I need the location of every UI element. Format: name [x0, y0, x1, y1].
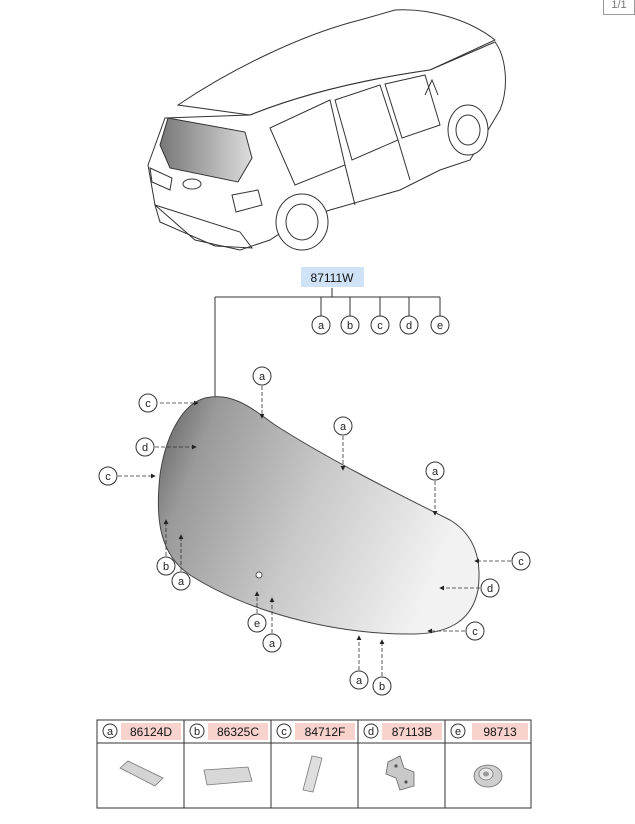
- moulding-strip-icon: [119, 760, 164, 787]
- table-header-e: e 98713: [450, 723, 528, 740]
- glass-callouts: c d c a a a b a e a c d c a b: [98, 366, 531, 696]
- callout-a-top-left: a: [259, 371, 266, 383]
- assembly-callout-a: a: [318, 320, 325, 332]
- table-header-d: d 87113B: [363, 723, 442, 740]
- assembly-callout-d: d: [406, 320, 412, 332]
- part-number-84712F[interactable]: 84712F: [305, 725, 346, 739]
- svg-text:b: b: [194, 726, 200, 738]
- assembly-part-number[interactable]: 87111W: [311, 271, 355, 285]
- part-number-87113B[interactable]: 87113B: [392, 725, 432, 739]
- callout-a-right: a: [432, 466, 439, 478]
- svg-text:c: c: [281, 726, 287, 738]
- table-header-c: c 84712F: [276, 723, 355, 740]
- assembly-callout-c: c: [377, 320, 383, 332]
- callout-c-right-low: c: [472, 626, 478, 638]
- part-number-86325C[interactable]: 86325C: [217, 725, 259, 739]
- adhesive-tape-icon: [203, 766, 253, 786]
- callout-a-top-mid: a: [340, 421, 347, 433]
- callout-b-left: b: [163, 561, 169, 573]
- table-header-a: a 86124D: [102, 723, 181, 740]
- pad-strip-icon: [302, 755, 323, 793]
- glass-hole: [255, 571, 263, 579]
- callout-c-left: c: [105, 471, 111, 483]
- parts-table: a 86124D b 86325C c 84712F d 87113B e 98…: [96, 719, 532, 809]
- assembly-tree-lines: [214, 288, 441, 400]
- callout-c-right: c: [518, 556, 524, 568]
- callout-leaders: [118, 386, 511, 676]
- callout-a-left: a: [178, 576, 185, 588]
- callout-b-bottom-right: b: [379, 681, 385, 693]
- rear-glass-panel[interactable]: [157, 396, 480, 635]
- callout-a-bottom: a: [269, 638, 276, 650]
- assembly-callout-e: e: [437, 320, 443, 332]
- part-number-86124D[interactable]: 86124D: [130, 725, 172, 739]
- part-number-98713[interactable]: 98713: [483, 725, 517, 739]
- suv-illustration: [147, 9, 506, 251]
- bracket-icon: [385, 755, 415, 791]
- grommet-icon: [473, 764, 503, 788]
- callout-d-left: d: [142, 442, 148, 454]
- svg-text:a: a: [107, 726, 114, 738]
- assembly-part-number-highlight: [301, 267, 364, 287]
- callout-c-top-left: c: [145, 398, 151, 410]
- svg-text:d: d: [368, 726, 374, 738]
- table-header-b: b 86325C: [189, 723, 268, 740]
- callout-d-right: d: [487, 583, 493, 595]
- callout-a-bottom-right: a: [356, 675, 363, 687]
- svg-text:e: e: [455, 726, 461, 738]
- assembly-callout-b: b: [347, 320, 353, 332]
- callout-e-bottom: e: [254, 618, 260, 630]
- assembly-callouts: a b c d e: [311, 315, 450, 335]
